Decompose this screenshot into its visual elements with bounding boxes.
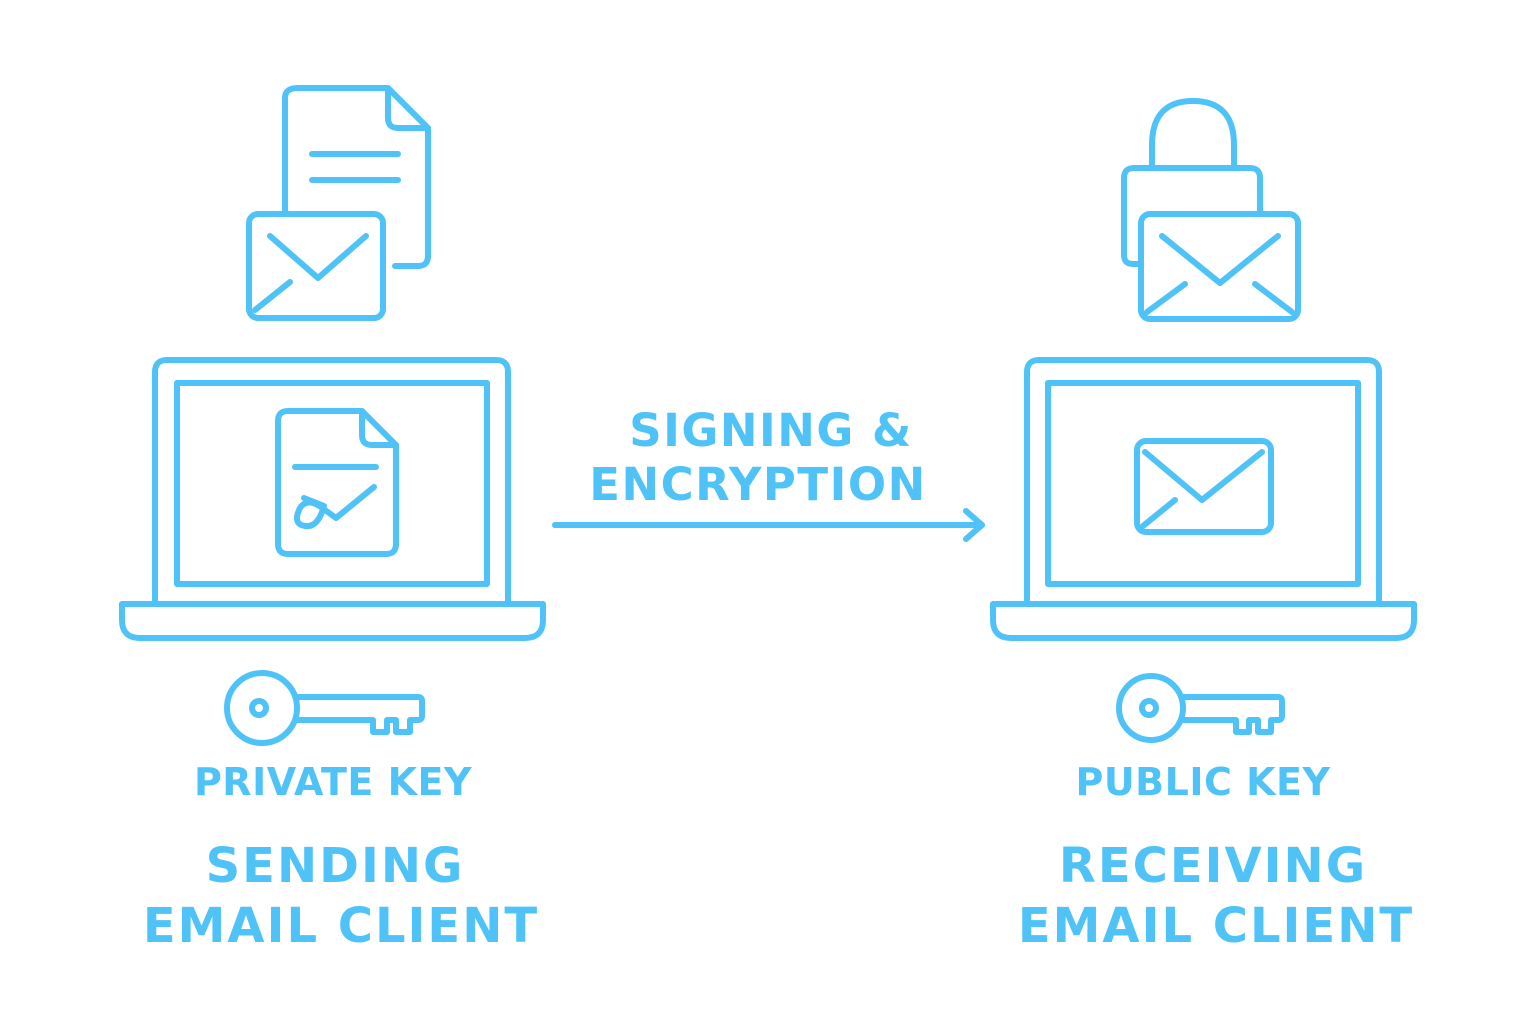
sender-title-line1: SENDING [206,838,465,894]
sender-group: PRIVATE KEY SENDING EMAIL CLIENT [119,85,546,954]
private-key-label: PRIVATE KEY [194,760,472,804]
padlock-icon [1121,98,1263,267]
envelope-icon [1138,211,1301,322]
key-icon [224,670,425,746]
envelope-icon [246,211,386,321]
process-label-line2: ENCRYPTION [589,458,927,511]
sender-title-line2: EMAIL CLIENT [143,898,539,954]
public-key-label: PUBLIC KEY [1075,760,1330,804]
receiver-group: PUBLIC KEY RECEIVING EMAIL CLIENT [990,98,1417,954]
screen-envelope-icon [1134,438,1274,535]
signed-document-icon [275,408,399,557]
process-label-line1: SIGNING & [629,404,913,457]
document-icon [282,85,431,269]
laptop-icon [119,357,546,641]
receiver-title-line2: EMAIL CLIENT [1018,898,1414,954]
arrow-icon [552,508,985,542]
receiver-title-line1: RECEIVING [1059,838,1367,894]
process-group: SIGNING & ENCRYPTION [552,404,985,542]
key-icon [1116,673,1285,743]
laptop-icon [990,357,1417,641]
